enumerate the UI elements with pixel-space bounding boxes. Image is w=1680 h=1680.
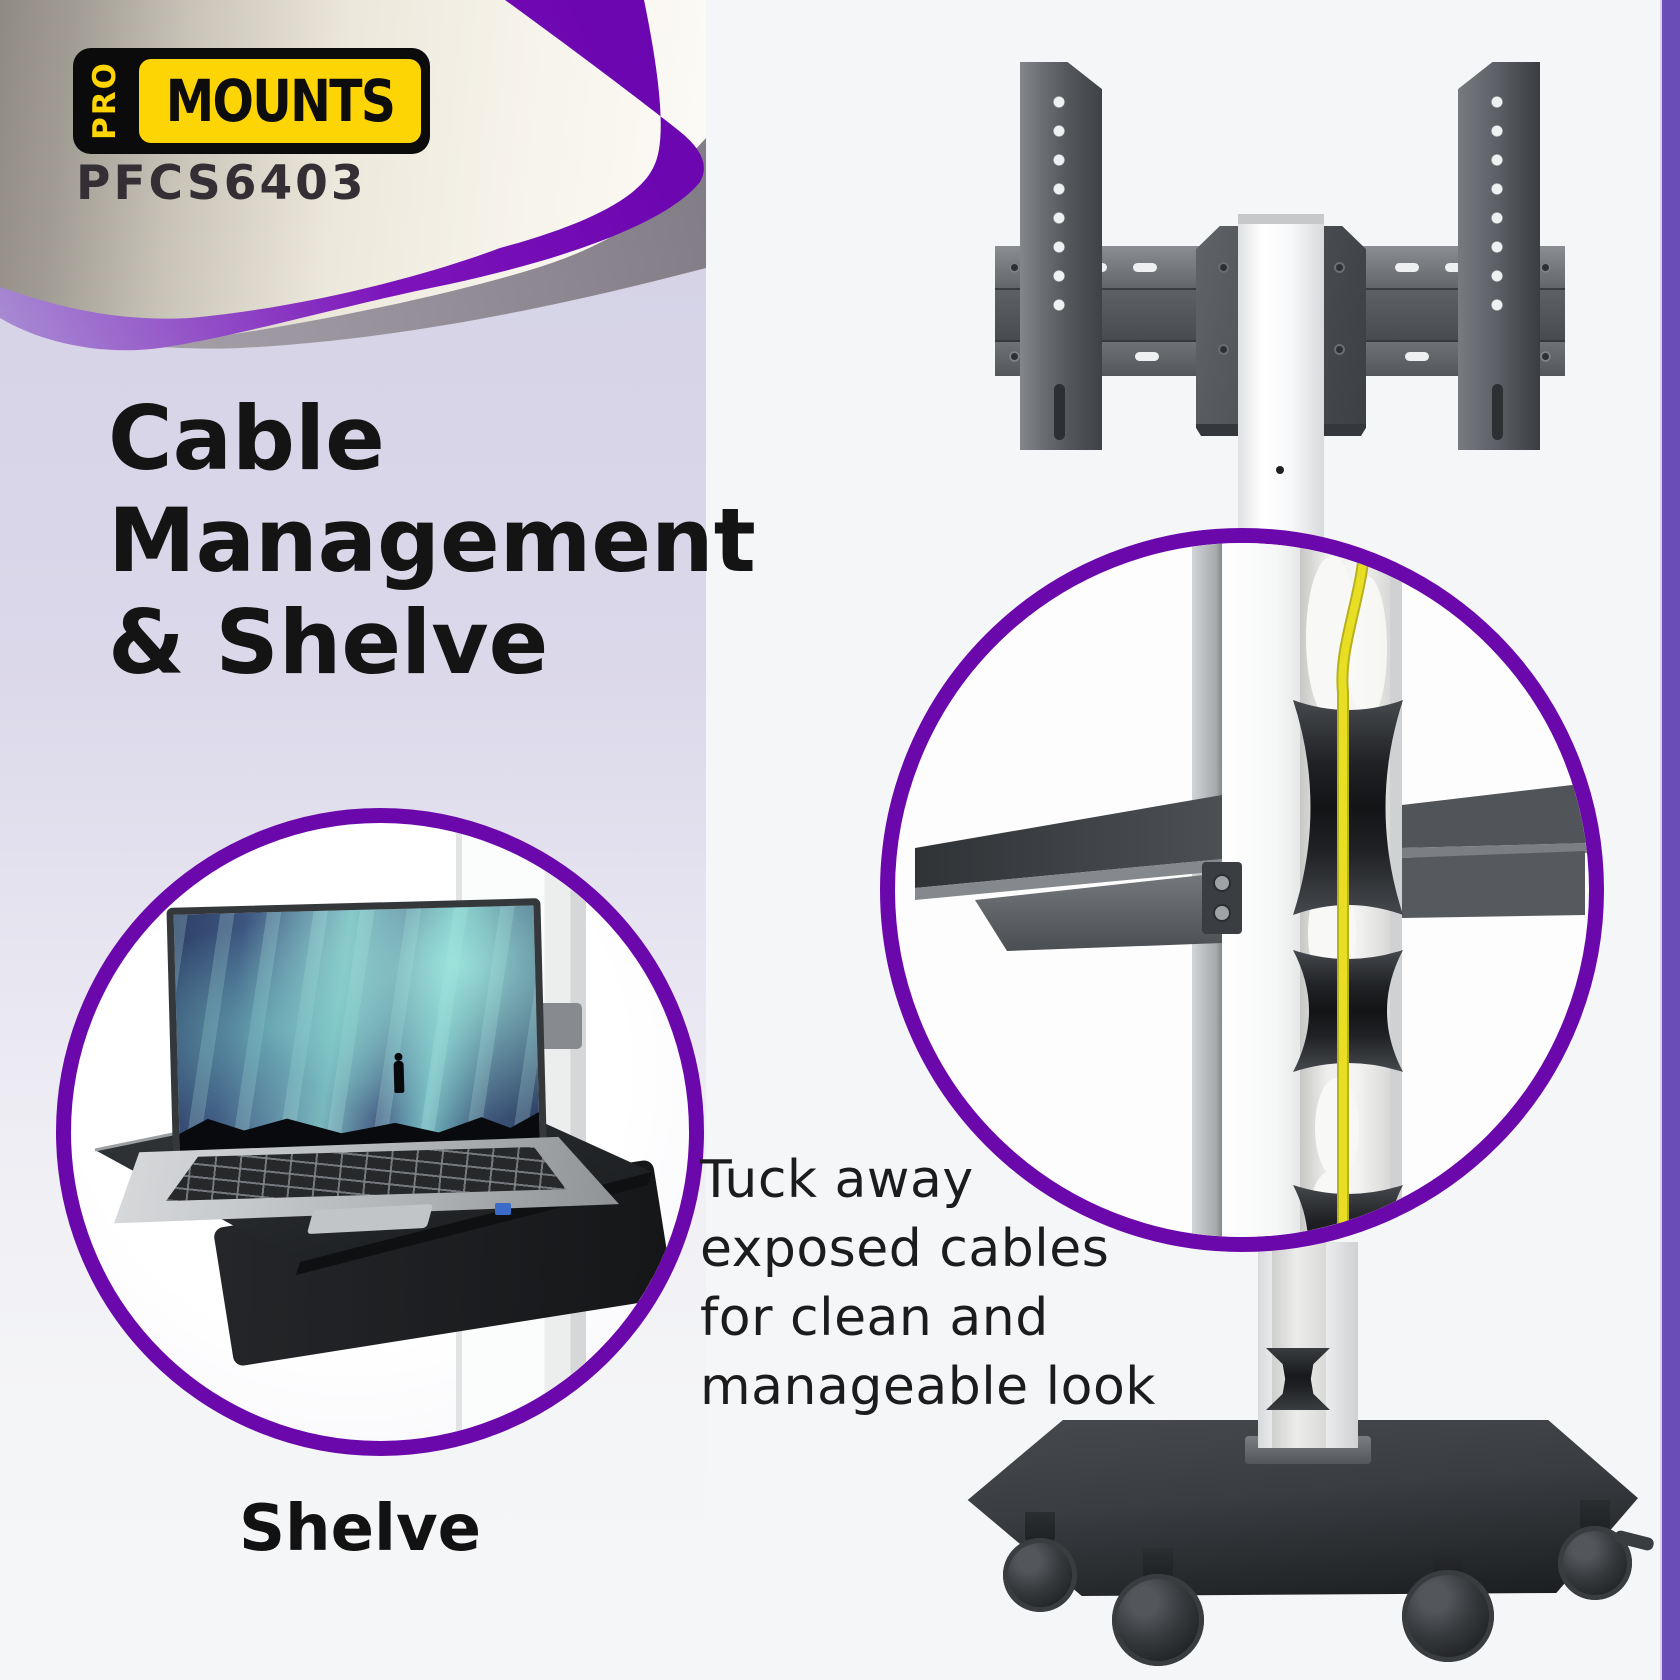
logo-mounts-text: MOUNTS xyxy=(165,67,396,135)
crossbar-slot xyxy=(1135,352,1159,361)
stand-column-lower xyxy=(1258,1242,1358,1448)
caster-wheel-front-right xyxy=(1402,1544,1494,1662)
purple-swoosh xyxy=(0,0,704,351)
gray-swoosh xyxy=(150,138,706,349)
brand-logo: PRO MOUNTS xyxy=(73,48,430,154)
wheel-tire xyxy=(1112,1574,1204,1666)
caster-wheel-rear-left xyxy=(1003,1512,1077,1612)
laptop-sticker xyxy=(495,1203,511,1215)
bracket-screw xyxy=(1334,262,1345,273)
caster-wheel-front-left xyxy=(1112,1548,1204,1666)
column-cable-channel xyxy=(1272,1242,1326,1448)
crossbar-screw xyxy=(1009,351,1020,362)
model-number: PFCS6403 xyxy=(76,156,367,211)
vesa-rail-right xyxy=(1458,62,1540,450)
shelf-callout-circle xyxy=(56,808,704,1456)
rail-holes xyxy=(1490,88,1504,320)
crossbar-slot xyxy=(1445,263,1469,272)
hiker-silhouette xyxy=(393,1060,405,1093)
crossbar-slot xyxy=(1395,263,1419,272)
rail-slot xyxy=(1492,384,1503,440)
crossbar-slot xyxy=(1133,263,1157,272)
cable-callout-text: Tuck away exposed cables for clean and m… xyxy=(700,1150,1156,1417)
crossbar-screw xyxy=(1009,262,1020,273)
shelf-right xyxy=(1402,783,1589,918)
rail-holes xyxy=(1052,88,1066,320)
cable-management-zoom xyxy=(915,543,1589,1237)
crossbar-slot xyxy=(1405,352,1429,361)
crossbar-screw xyxy=(1540,351,1551,362)
bracket-screw xyxy=(1218,344,1229,355)
bracket-screw xyxy=(1218,262,1229,273)
vesa-rail-left xyxy=(1020,62,1102,450)
logo-pro-badge: PRO xyxy=(87,61,123,141)
rail-slot xyxy=(1054,384,1065,440)
crossbar-screw xyxy=(1540,262,1551,273)
page-title: Cable Management & Shelve xyxy=(108,387,756,694)
cable-management-callout-circle xyxy=(880,528,1604,1252)
bracket-screw xyxy=(1334,344,1345,355)
wheel-tire xyxy=(1402,1570,1494,1662)
logo-mounts-badge: MOUNTS xyxy=(139,59,421,143)
caster-wheel-rear-right xyxy=(1558,1500,1632,1600)
column-hole xyxy=(1276,466,1284,474)
shelf-left xyxy=(915,795,1242,951)
stand-column-upper xyxy=(1238,214,1324,552)
right-accent-bar xyxy=(1662,0,1680,1680)
wheel-tire xyxy=(1003,1538,1077,1612)
shelf-callout-label: Shelve xyxy=(238,1492,482,1566)
